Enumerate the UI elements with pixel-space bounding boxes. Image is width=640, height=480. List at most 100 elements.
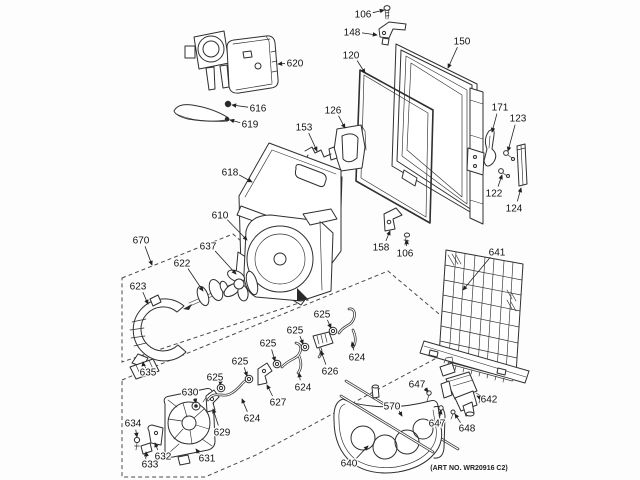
part-label-624: 624 [295, 383, 312, 394]
leader-line [338, 115, 346, 129]
leader-line [506, 124, 516, 152]
part-label-630: 630 [182, 388, 199, 399]
leader-line [142, 291, 149, 305]
trim-124-drawing [516, 143, 528, 187]
leader-line [372, 8, 385, 14]
clip-633-drawing [140, 442, 153, 460]
leader-line [327, 319, 332, 329]
drip-tray-drawing [333, 384, 446, 474]
fan-shroud-drawing [163, 388, 216, 466]
leader-line [241, 398, 248, 412]
part-label-632: 632 [155, 452, 172, 463]
part-label-640: 640 [341, 459, 358, 470]
leader-line [385, 230, 391, 242]
leader-line [423, 387, 429, 393]
fan-housing-drawing [129, 294, 187, 368]
leader-line [454, 413, 461, 423]
leader-line [212, 408, 219, 426]
bracket-632-drawing [147, 424, 164, 446]
part-label-616: 616 [250, 104, 267, 115]
part-label-124: 124 [506, 204, 523, 215]
leader-line [195, 448, 201, 454]
part-label-642: 642 [481, 395, 498, 406]
leader-line [238, 174, 253, 183]
leader-line [154, 442, 159, 451]
leader-line [192, 398, 198, 404]
part-label-629: 629 [214, 428, 231, 439]
screw-634-drawing [133, 436, 141, 451]
leader-line [231, 103, 249, 108]
part-label-148: 148 [344, 28, 361, 39]
leader-line [320, 350, 327, 365]
part-label-624: 624 [349, 353, 366, 364]
part-label-670: 670 [133, 236, 150, 247]
part-label-635: 635 [140, 368, 157, 379]
part-label-123: 123 [510, 114, 527, 125]
bracket-158-drawing [383, 207, 411, 246]
stirrer-blade-drawing [173, 100, 232, 122]
leader-line [308, 132, 318, 152]
leader-line [447, 47, 458, 69]
leader-line [462, 256, 491, 291]
leader-line [490, 113, 498, 133]
part-label-624: 624 [244, 414, 261, 425]
part-label-625: 625 [260, 339, 277, 350]
leader-line [141, 361, 146, 367]
part-label-631: 631 [199, 454, 216, 465]
part-label-153: 153 [296, 123, 313, 134]
part-label-641: 641 [489, 248, 506, 259]
part-label-626: 626 [322, 367, 339, 378]
leader-line [299, 335, 304, 345]
leader-line [271, 349, 276, 362]
leader-line [144, 451, 149, 458]
part-label-106: 106 [355, 10, 372, 21]
part-label-620: 620 [287, 59, 304, 70]
leader-line [229, 118, 241, 124]
part-label-158: 158 [373, 243, 390, 254]
leader-line [356, 445, 369, 459]
leader-line [516, 187, 523, 202]
part-label-625: 625 [207, 373, 224, 384]
leader-line [214, 250, 237, 275]
leader-line [266, 384, 273, 397]
tube-clamp-rings [216, 326, 338, 393]
part-label-637: 637 [200, 242, 217, 253]
leader-line [134, 429, 139, 438]
leader-line [361, 32, 378, 37]
water-valve-drawing [439, 356, 482, 417]
leader-line [350, 341, 356, 351]
part-label-647: 647 [409, 380, 426, 391]
leader-line [356, 60, 366, 74]
latch-171-drawing [483, 129, 497, 167]
part-label-622: 622 [174, 259, 191, 270]
part-label-634: 634 [125, 419, 142, 430]
part-label-647: 647 [429, 419, 446, 430]
leader-line [144, 246, 153, 266]
leader-line [497, 174, 503, 187]
part-label-610: 610 [212, 211, 229, 222]
dispenser-module-boundary [121, 233, 471, 478]
part-label-625: 625 [287, 326, 304, 337]
leader-line [187, 268, 204, 292]
part-label-120: 120 [343, 51, 360, 62]
dispenser-door-drawing [391, 43, 485, 225]
leader-line [277, 61, 286, 66]
part-label-122: 122 [486, 189, 503, 200]
water-tube-cluster-drawing [206, 307, 357, 402]
leader-line [297, 372, 302, 381]
part-label-106: 106 [397, 249, 414, 260]
screws-122-123-drawing [498, 150, 515, 178]
leader-line [476, 395, 482, 401]
leader-line [243, 367, 248, 377]
part-label-618: 618 [222, 168, 239, 179]
leader-line [438, 409, 443, 417]
part-label-625: 625 [232, 357, 249, 368]
art-number: (ART NO. WR20916 C2) [430, 465, 507, 472]
part-label-627: 627 [270, 398, 287, 409]
crusher-housing-drawing [236, 205, 338, 302]
part-label-633: 633 [142, 460, 159, 471]
labels-layer: 6206166191061481501201261536186101581061… [123, 8, 528, 472]
icemaker-motor-drawing [184, 30, 279, 94]
